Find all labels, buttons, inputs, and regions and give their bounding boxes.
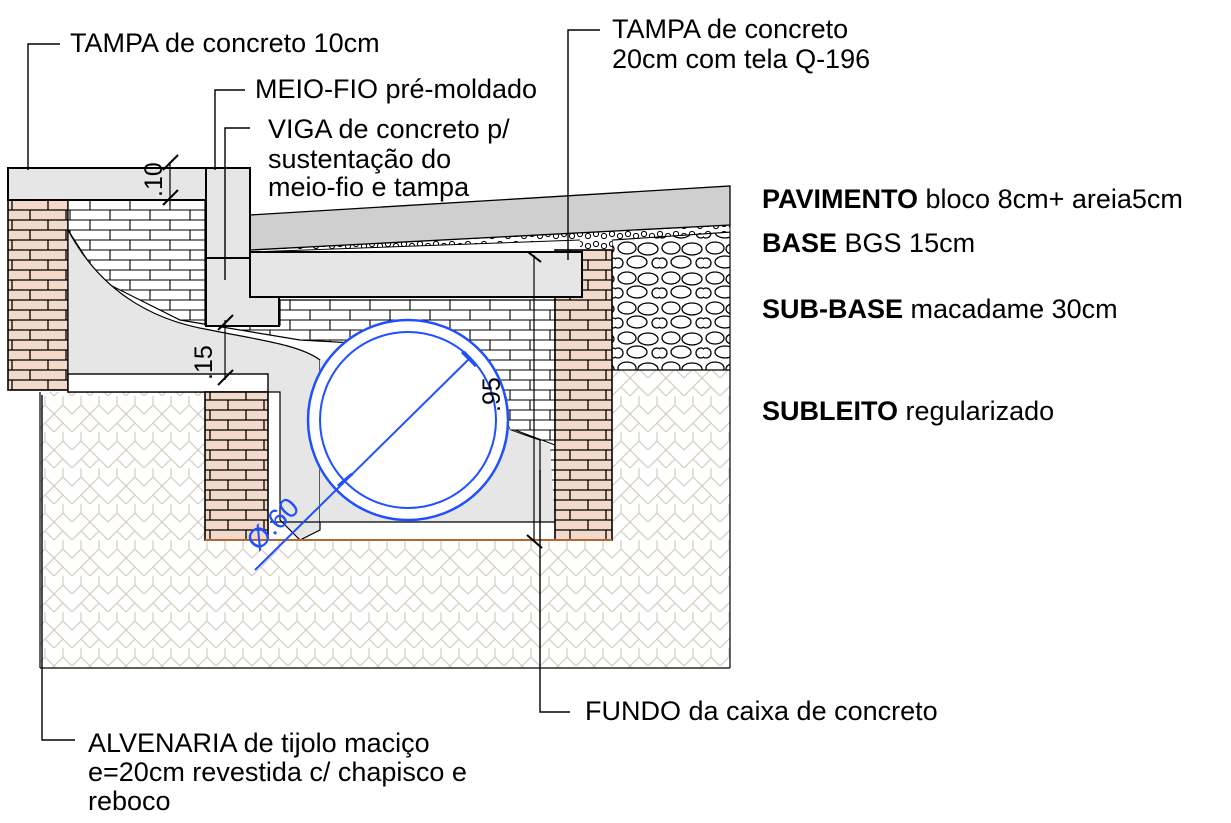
layer-base-desc: BGS 15cm [845,228,976,258]
callout-viga-line3: meio-fio e tampa [268,172,470,202]
dimension-lines [162,154,543,549]
dim-tampa-thickness: .10 [140,162,168,197]
layer-pavimento-name: PAVIMENTO [762,184,918,214]
layer-base: BASE BGS 15cm [762,228,975,258]
callout-alvenaria-line1: ALVENARIA de tijolo maciço [88,728,430,758]
callout-viga-line2: sustentação do [268,144,451,174]
layer-subleito-name: SUBLEITO [762,396,898,426]
layer-base-name: BASE [762,228,837,258]
dim-step-height: .15 [190,345,218,380]
callout-leaders [27,29,600,741]
layer-subbase-desc: macadame 30cm [911,294,1118,324]
callout-viga-line1: VIGA de concreto p/ [268,114,510,144]
callout-tampa-20-line2: 20cm com tela Q-196 [612,44,870,74]
layer-subbase: SUB-BASE macadame 30cm [762,294,1118,324]
layer-subleito: SUBLEITO regularizado [762,396,1054,426]
layer-pavimento-desc: bloco 8cm+ areia5cm [926,184,1183,214]
layer-pavimento: PAVIMENTO bloco 8cm+ areia5cm [762,184,1183,214]
left-brick-wall [7,199,69,391]
box-bottom-slab [205,521,612,541]
tampa-10cm-slab [7,167,207,201]
callout-tampa-10: TAMPA de concreto 10cm [70,28,380,58]
layer-subbase-name: SUB-BASE [762,294,903,324]
inner-brick-wall [204,391,269,541]
subleito-soil [39,370,731,669]
callout-fundo: FUNDO da caixa de concreto [585,696,938,726]
dim-box-depth: .95 [478,377,506,412]
pipe [254,318,510,571]
right-brick-wall [554,249,613,541]
callout-meio-fio: MEIO-FIO pré-moldado [255,74,537,104]
meio-fio-curb [205,167,251,259]
tampa-20cm-slab [249,251,583,298]
subbase-macadame [611,231,731,371]
layer-subleito-desc: regularizado [906,396,1055,426]
step-ledge [67,373,269,393]
callout-tampa-20-line1: TAMPA de concreto [612,14,848,44]
callout-alvenaria-line3: reboco [88,786,171,816]
callout-alvenaria-line2: e=20cm revestida c/ chapisco e [88,757,467,787]
